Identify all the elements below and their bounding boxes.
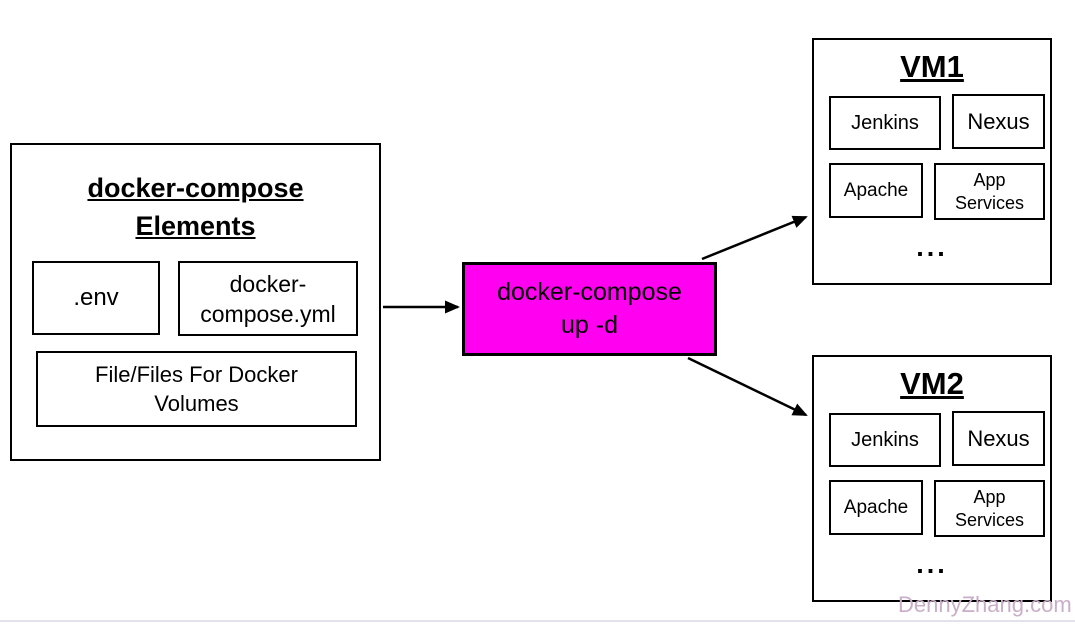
docker-compose-elements-panel: docker-compose Elements .env docker- com… [10, 143, 381, 461]
vm1-service-jenkins: Jenkins [829, 96, 941, 150]
vm1-service-apache: Apache [829, 163, 923, 218]
vm1-title: VM1 [900, 49, 964, 84]
arrow-command-to-vm1 [701, 215, 808, 261]
vm2-more-ellipsis: ... [916, 549, 948, 579]
vm1-panel: VM1 Jenkins Nexus Apache App Services ..… [812, 38, 1052, 285]
docker-compose-yml-box: docker- compose.yml [178, 261, 358, 336]
vm2-service-jenkins: Jenkins [829, 413, 941, 467]
left-panel-title-line1: docker-compose [87, 173, 304, 203]
vm1-more-ellipsis: ... [916, 232, 948, 262]
vm2-service-apache: Apache [829, 480, 923, 535]
vm1-service-app-services: App Services [934, 163, 1045, 220]
command-line1: docker-compose [497, 278, 682, 306]
left-panel-title-line2: Elements [135, 211, 256, 241]
left-panel-title: docker-compose Elements [12, 169, 379, 245]
volumes-line1: File/Files For Docker [95, 362, 298, 387]
footer-divider-line [0, 620, 1075, 622]
docker-volumes-box: File/Files For Docker Volumes [36, 351, 357, 427]
docker-compose-up-command-box: docker-compose up -d [462, 262, 717, 356]
vm2-service-app-services: App Services [934, 480, 1045, 537]
compose-yml-line2: compose.yml [200, 300, 336, 327]
command-line2: up -d [561, 311, 618, 339]
env-file-box: .env [32, 261, 160, 335]
watermark-dennyzhang: DennyZhang.com [898, 592, 1072, 617]
arrow-command-to-vm2 [687, 356, 808, 417]
vm1-service-nexus: Nexus [952, 94, 1045, 149]
vm2-panel: VM2 Jenkins Nexus Apache App Services ..… [812, 355, 1052, 602]
volumes-line2: Volumes [154, 391, 239, 416]
vm2-title: VM2 [900, 366, 964, 401]
env-file-label: .env [73, 284, 119, 311]
vm2-service-nexus: Nexus [952, 411, 1045, 466]
compose-yml-line1: docker- [229, 270, 307, 297]
